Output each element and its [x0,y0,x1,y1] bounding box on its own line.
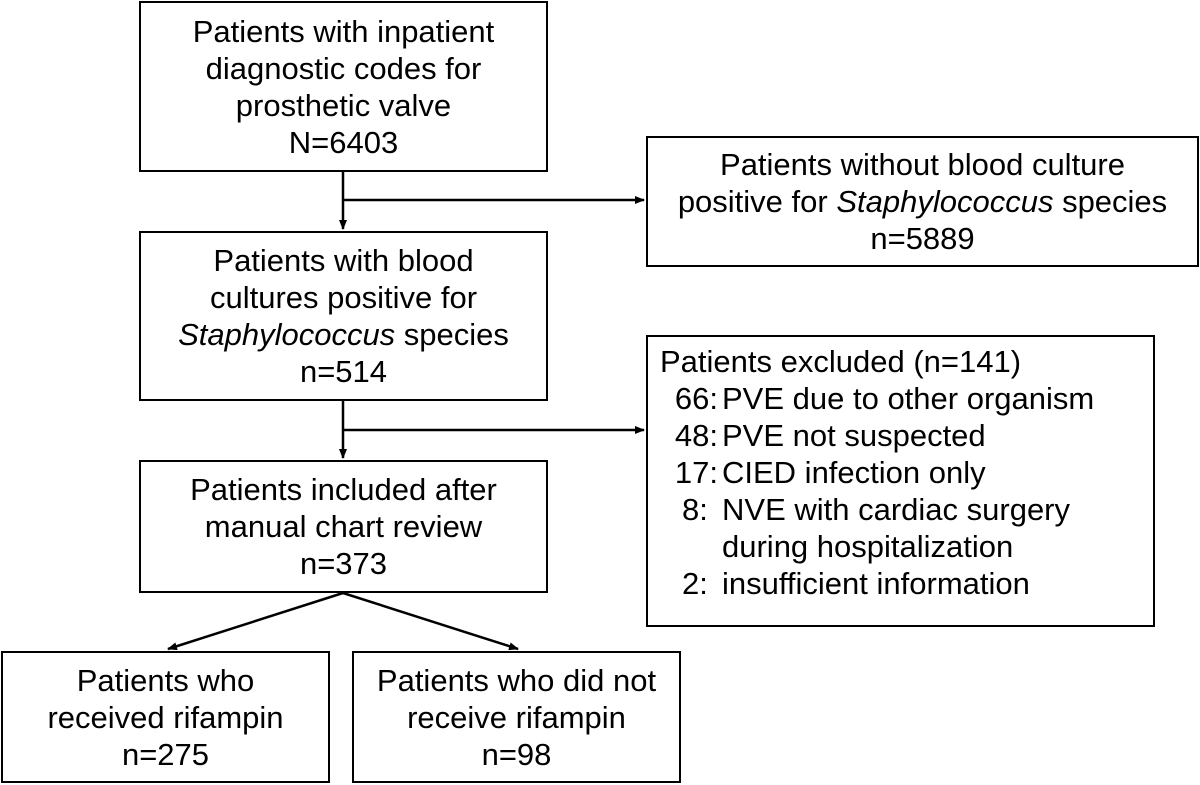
box-no-rifampin: Patients who did not receive rifampin n=… [352,651,681,783]
staph-line-1: Patients with blood [213,243,474,278]
no-staph-line-2: positive for Staphylococcus species [678,183,1167,220]
box-diagnostic-codes: Patients with inpatient diagnostic codes… [139,1,548,172]
excluded-item: 17: CIED infection only [660,454,1094,491]
no-staph-line-1: Patients without blood culture [720,147,1125,182]
excluded-item-reason: PVE not suspected [722,418,986,453]
included-count: n=373 [299,546,388,581]
codes-line-2: diagnostic codes for [205,50,482,86]
no-staph-line-2-pre: positive for [677,184,837,219]
staph-line-2: cultures positive for [209,280,478,315]
no-rifampin-line-2: receive rifampin [407,699,626,735]
excluded-item-count: 66: [674,381,718,416]
excluded-heading: Patients excluded (n=141) [660,344,1022,379]
no-rifampin-count: n=98 [481,736,552,772]
staph-line-3: Staphylococcus species [178,316,509,353]
excluded-item-reason: insufficient information [722,566,1030,601]
excluded-item-reason: PVE due to other organism [722,381,1095,416]
rifampin-count: n=275 [121,736,210,772]
excluded-item-count: 48: [674,418,718,453]
excluded-item: 66: PVE due to other organism [660,380,1094,417]
no-staph-count: n=5889 [870,221,975,256]
included-line-1: Patients included after [190,472,497,507]
excluded-item-reason: CIED infection only [722,455,986,490]
box-received-rifampin: Patients who received rifampin n=275 [1,651,330,783]
rifampin-line-1: Patients who [76,662,255,698]
included-line-2: manual chart review [204,509,483,544]
staph-count: n=514 [299,354,388,389]
codes-line-1: Patients with inpatient [192,13,495,49]
excluded-item-reason: NVE with cardiac surgery [722,492,1071,527]
box-without-staph: Patients without blood culture positive … [646,136,1199,267]
excluded-item-count: 17: [674,455,718,490]
excluded-list: 66: PVE due to other organism 48: PVE no… [660,380,1094,602]
box-included: Patients included after manual chart rev… [139,460,548,593]
box-excluded: Patients excluded (n=141) 66: PVE due to… [646,335,1155,627]
no-staph-organism: Staphylococcus [836,184,1054,219]
excluded-item-count: 2: [682,566,708,601]
no-rifampin-line-1: Patients who did not [376,662,657,698]
no-staph-line-2-post: species [1053,184,1168,219]
codes-count: N=6403 [288,124,399,160]
excluded-item-continuation: during hospitalization [722,529,1014,564]
box-staph-positive: Patients with blood cultures positive fo… [139,231,548,401]
staph-organism: Staphylococcus [178,317,396,352]
excluded-item: 48: PVE not suspected [660,417,1094,454]
excluded-item-count: 8: [682,492,708,527]
arrow-to-rifampin [167,591,344,651]
excluded-item: 2: insufficient information [660,565,1094,602]
codes-line-3: prosthetic valve [235,87,452,123]
staph-line-3-post: species [395,317,509,352]
rifampin-line-2: received rifampin [47,699,284,735]
arrow-to-no-rifampin [342,591,519,651]
excluded-item: 8: NVE with cardiac surgery [660,491,1094,528]
